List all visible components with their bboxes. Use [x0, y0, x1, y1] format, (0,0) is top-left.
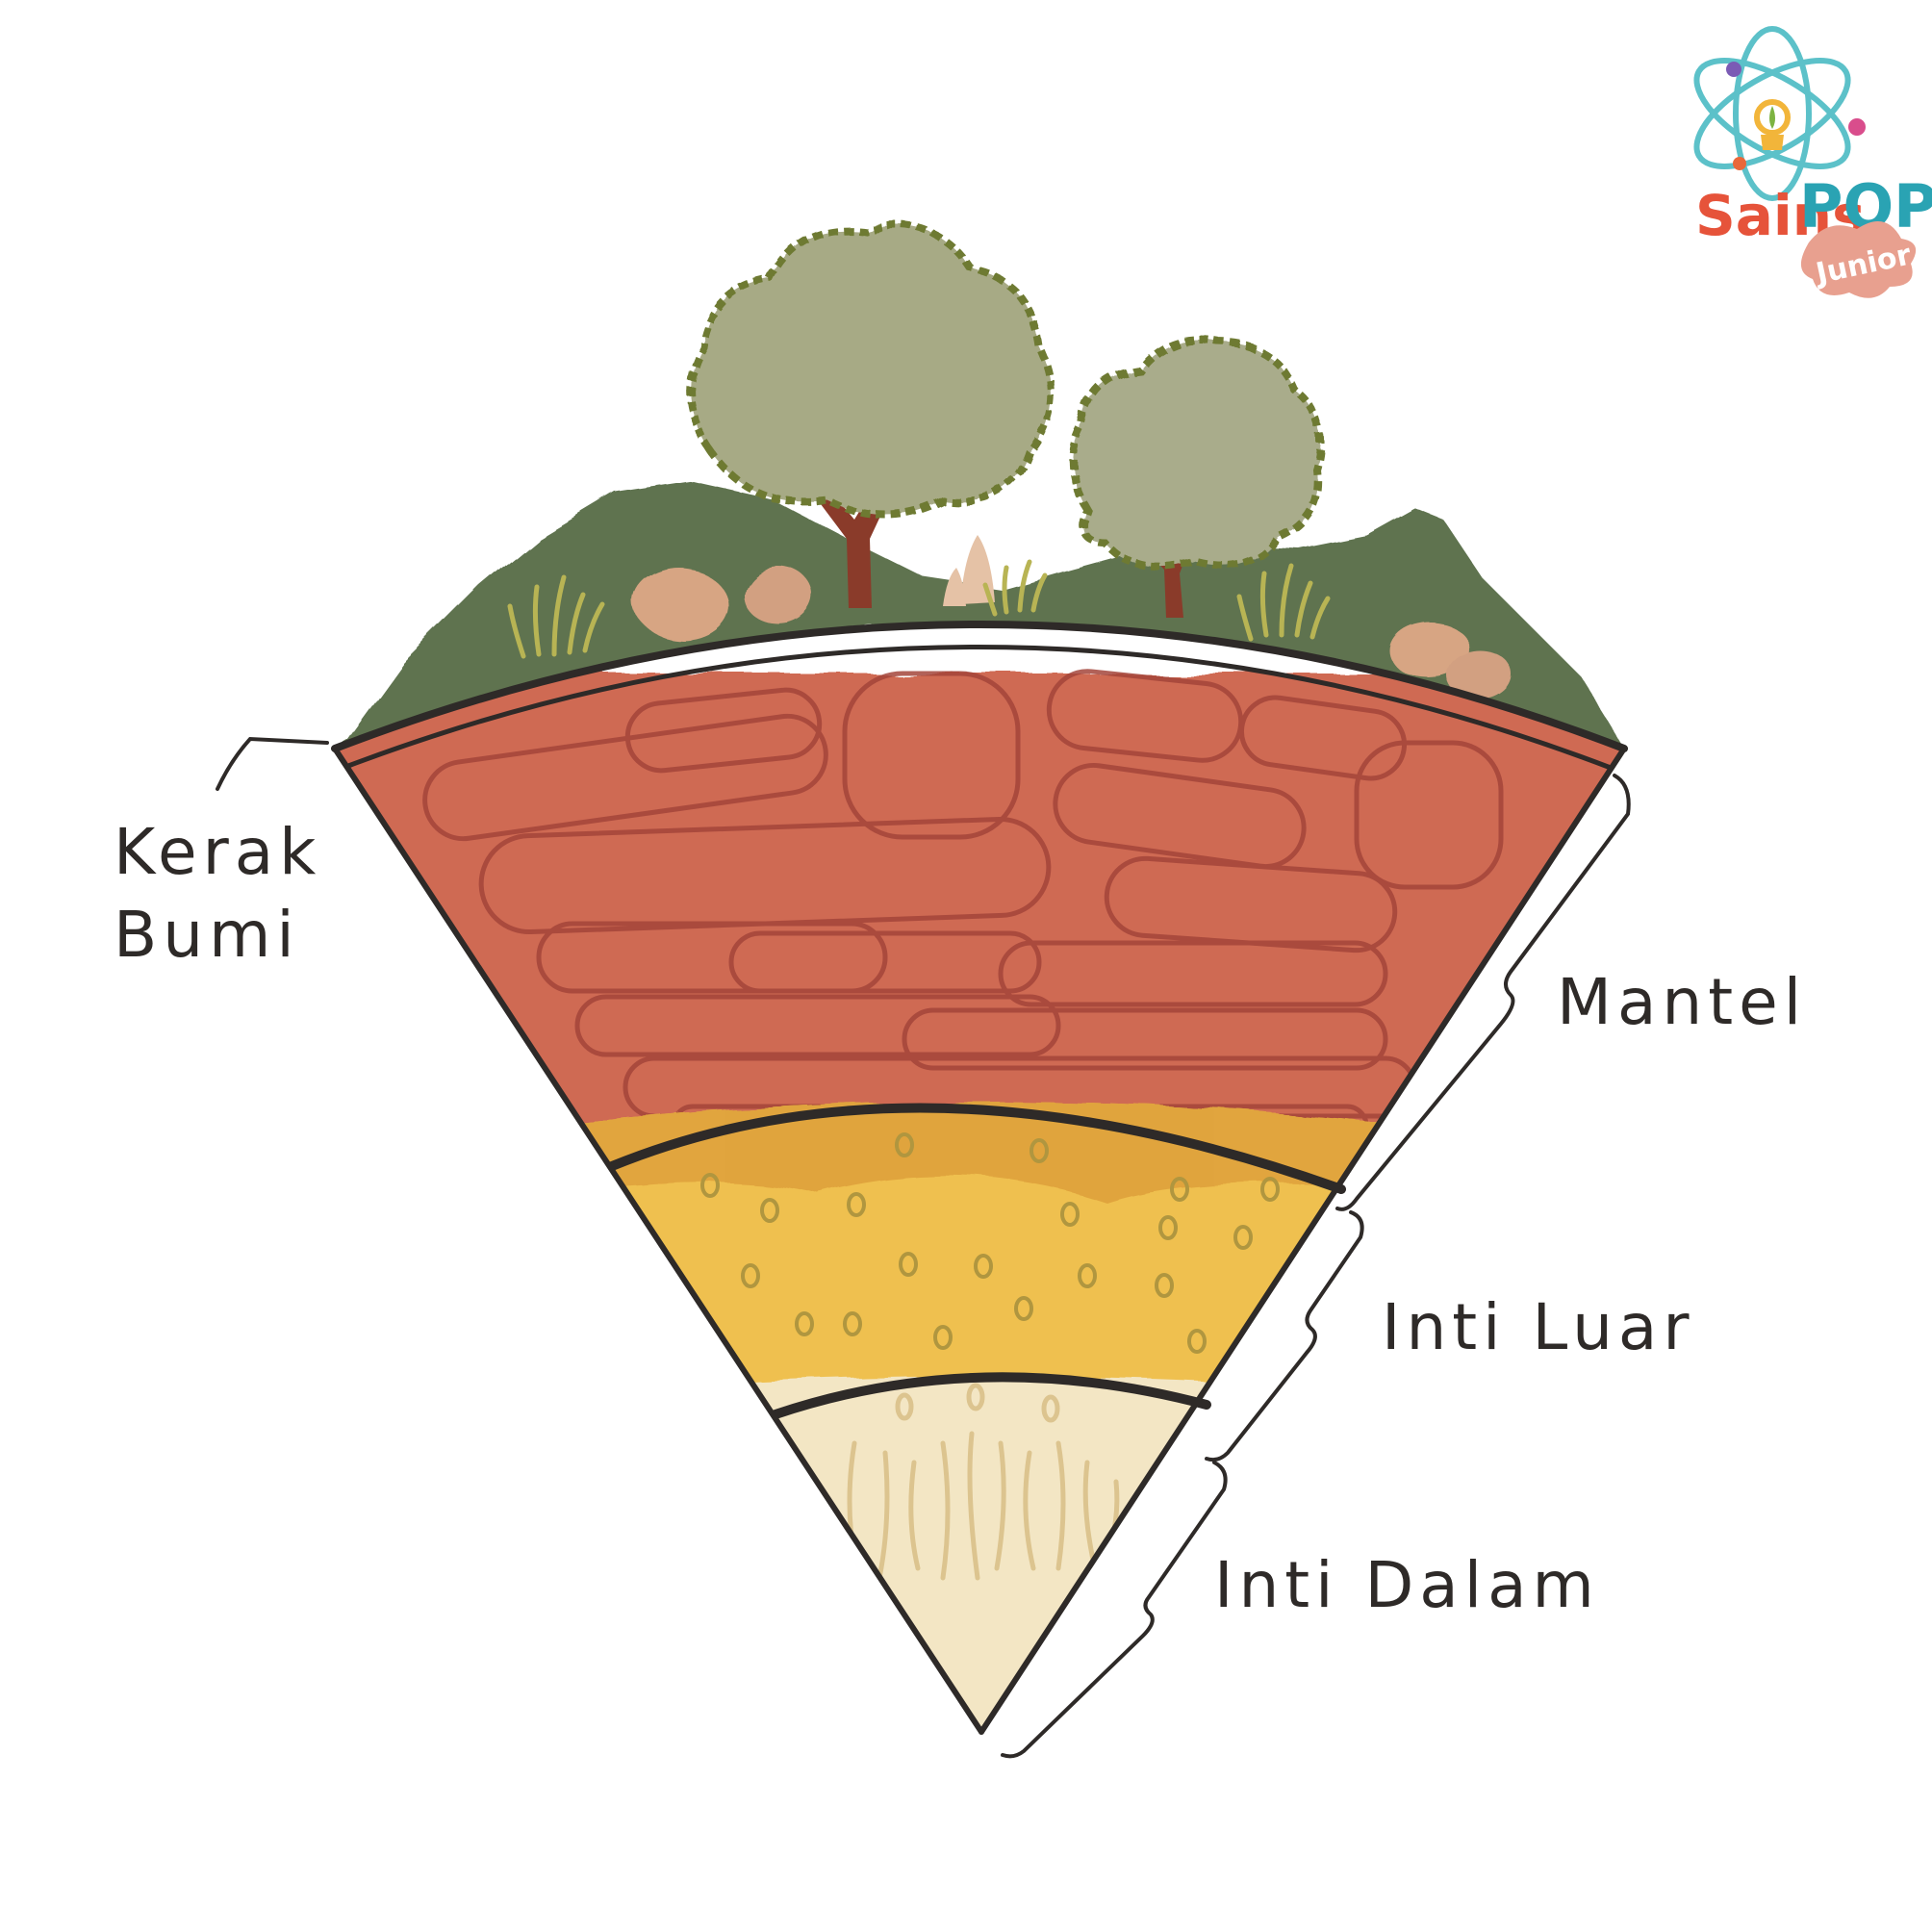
mountain-range — [335, 481, 1624, 749]
layer-outlines — [331, 621, 1628, 1735]
tree-crown — [1067, 335, 1325, 572]
tree-small — [1067, 335, 1325, 618]
crust-outline-top — [331, 621, 1628, 752]
label-inner-core: Inti Dalam — [1214, 1548, 1600, 1622]
rock — [1389, 622, 1470, 679]
label-braces — [216, 736, 1631, 1759]
splash-icon — [1800, 221, 1917, 298]
label-mantle: Mantel — [1557, 965, 1807, 1039]
lightbulb-icon — [1761, 106, 1784, 150]
atom-icon — [1693, 26, 1866, 201]
rock-spire — [943, 535, 995, 606]
mantle-swirls — [422, 669, 1504, 1148]
tree-crown — [686, 222, 1055, 519]
layer-labels: Kerak Bumi Mantel Inti Luar Inti Dalam — [114, 815, 1807, 1622]
sainspop-logo: Sains POP Junior — [1693, 26, 1932, 298]
rock — [743, 566, 812, 623]
inner-core-brace — [1001, 1461, 1228, 1759]
outer-core-bubbles — [700, 1132, 1280, 1354]
label-crust-line2: Bumi — [114, 898, 300, 972]
outer-core-brace — [1205, 1210, 1364, 1462]
mantle-boundary — [607, 1103, 1346, 1194]
label-outer-core: Inti Luar — [1382, 1290, 1695, 1364]
mantle-layer — [335, 674, 1624, 1212]
label-crust-line1: Kerak — [114, 815, 321, 889]
crust-leader-line — [216, 736, 329, 791]
rock — [635, 570, 727, 639]
wedge-left-edge — [332, 746, 984, 1735]
crust-outline-inner — [345, 645, 1614, 771]
tree-large — [686, 222, 1055, 608]
mantle-brace — [1335, 774, 1631, 1211]
rock — [1449, 652, 1514, 702]
wedge-right-edge — [979, 746, 1627, 1735]
outer-core-boundary — [771, 1372, 1211, 1419]
surface-landscape — [335, 481, 1624, 749]
outer-core-top-band — [335, 1102, 1624, 1241]
grass-tufts — [507, 559, 1331, 659]
